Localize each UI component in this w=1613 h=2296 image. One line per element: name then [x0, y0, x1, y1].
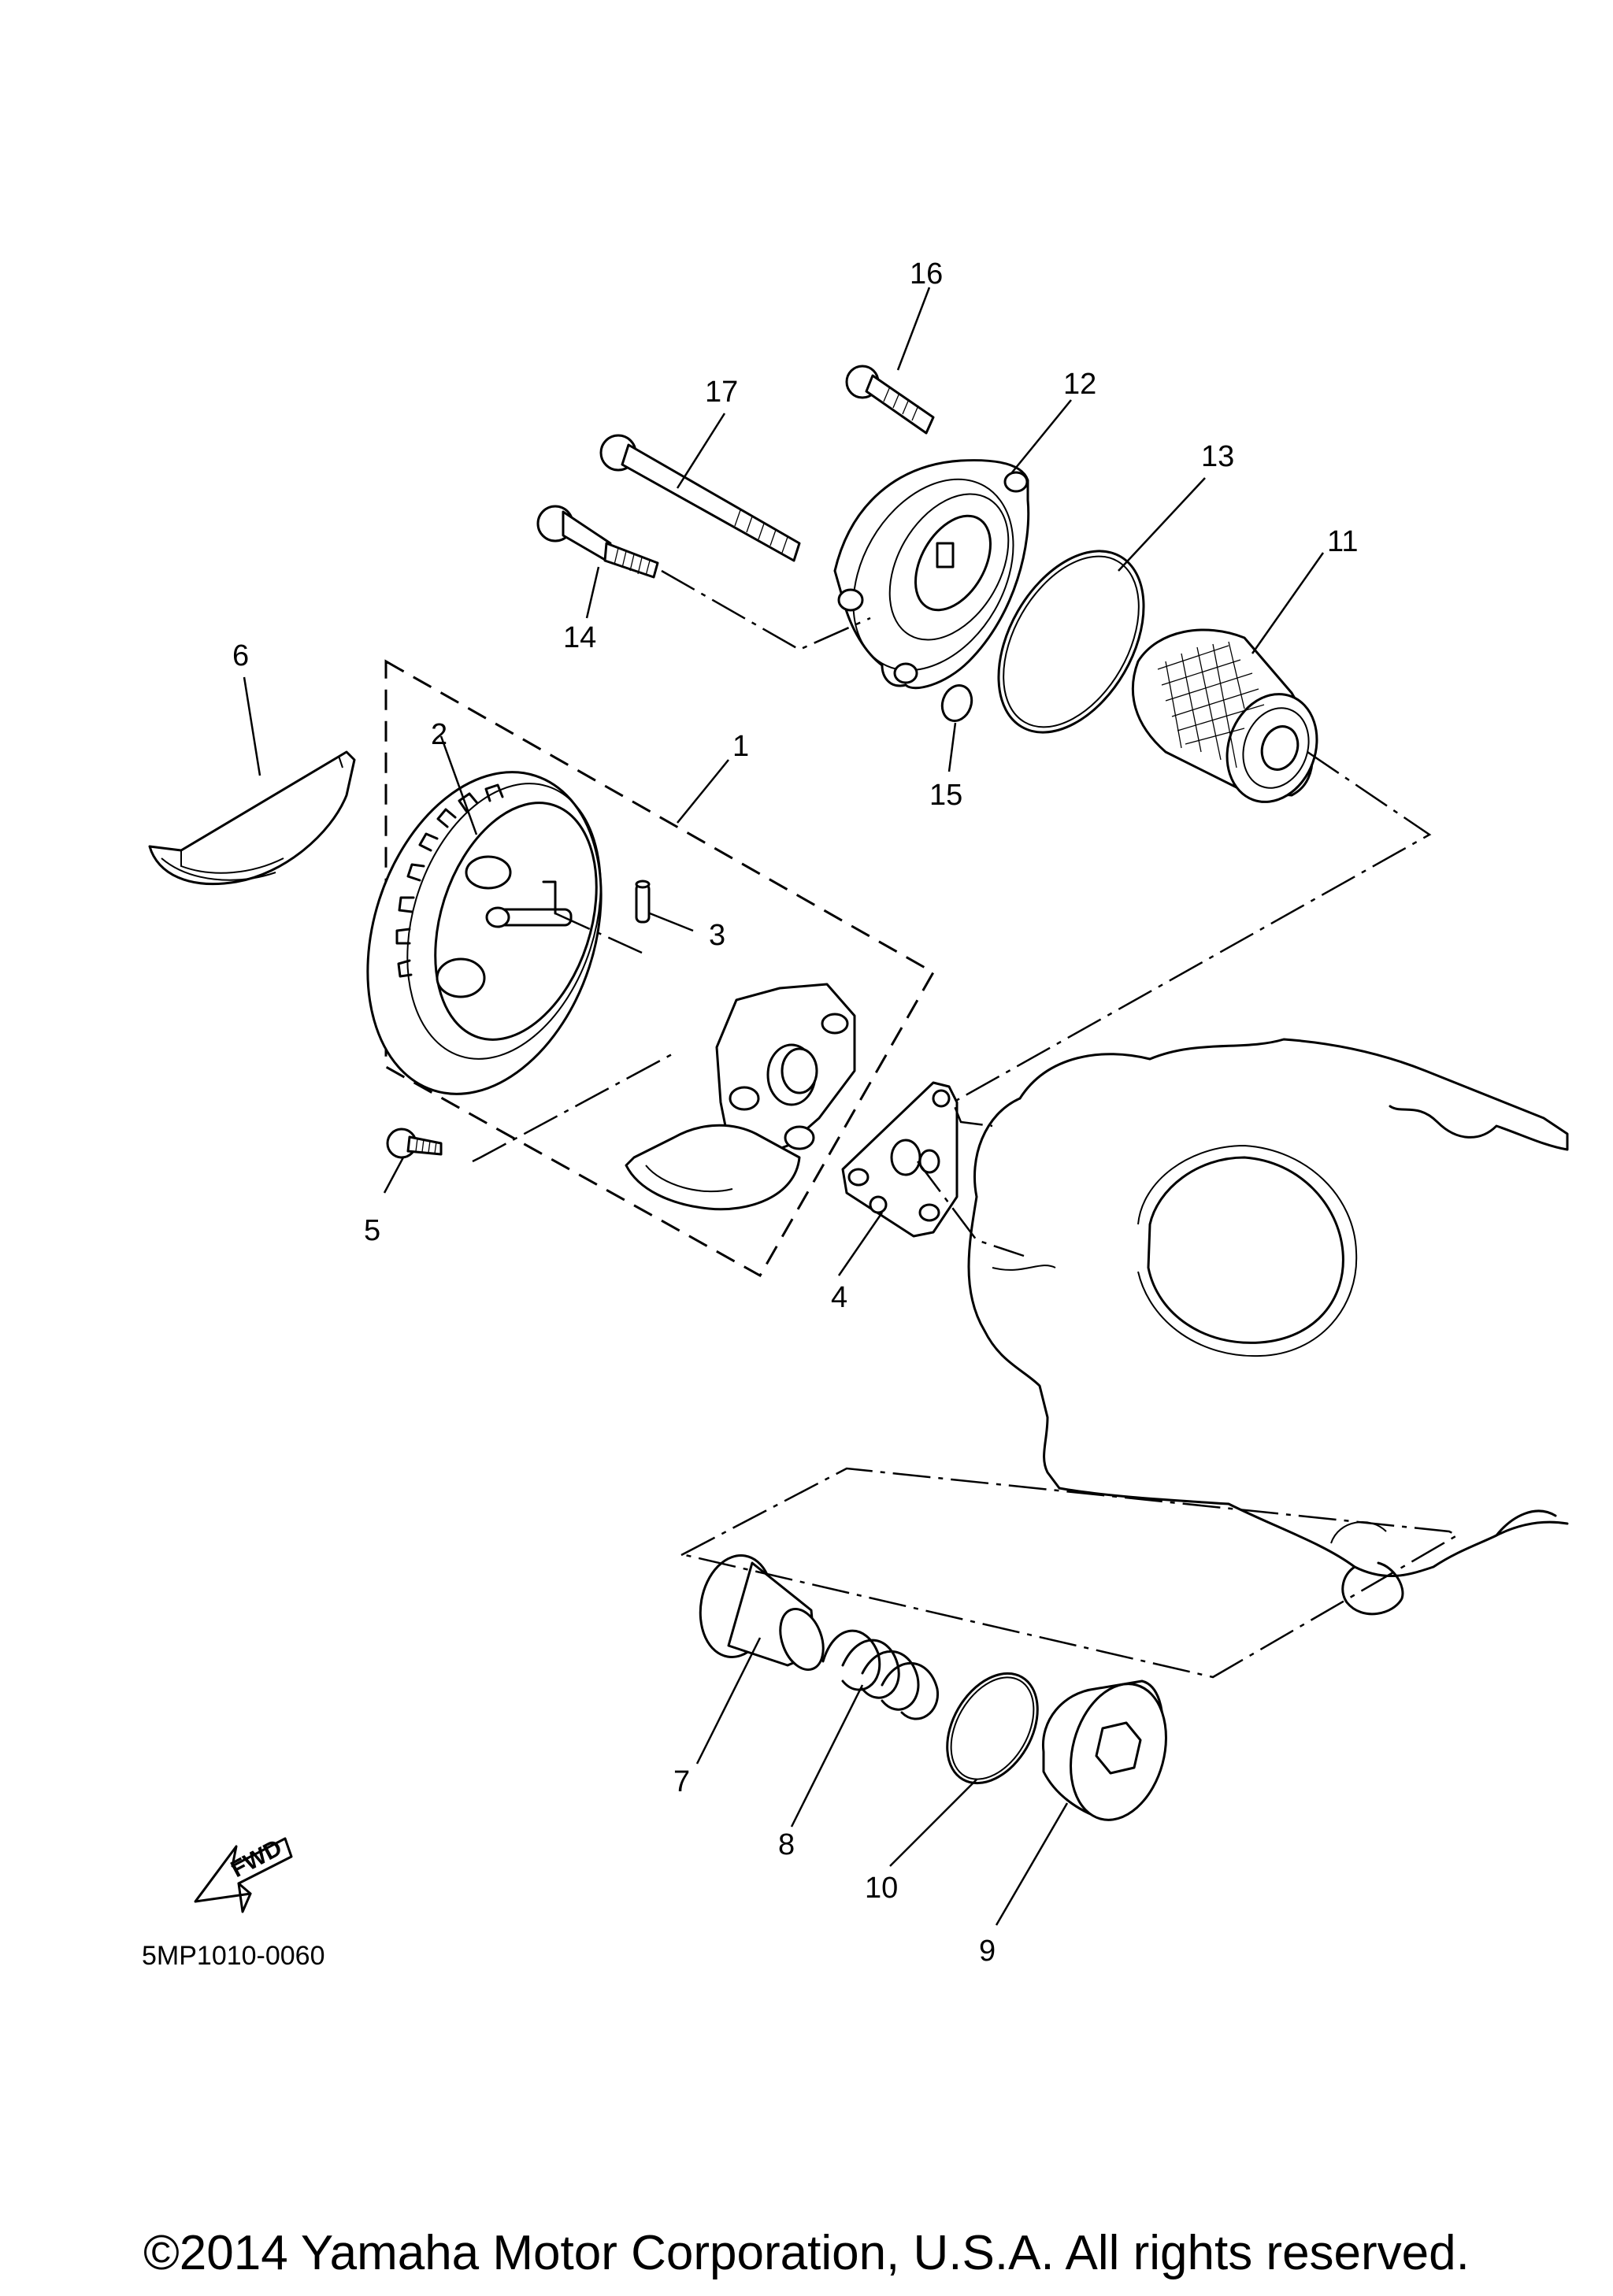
assembly-line-gear [554, 912, 643, 954]
callout-9: 9 [979, 1935, 996, 1968]
callout-8: 8 [778, 1828, 795, 1861]
callout-17: 17 [705, 376, 738, 409]
part-13-o-ring [997, 550, 1145, 734]
oil-pump-assembly-boundary [384, 659, 936, 1278]
part-6-shim-shell [148, 750, 356, 886]
assembly-line-pump [472, 1052, 674, 1163]
part-9-plug [1041, 1679, 1167, 1821]
part-17-long-bolt [599, 434, 801, 562]
callout-15: 15 [929, 779, 962, 812]
part-15-small-o-ring [940, 684, 973, 722]
callout-7: 7 [673, 1765, 690, 1798]
part-3-dowel-pin [635, 880, 651, 924]
callout-5: 5 [364, 1214, 380, 1247]
callout-10: 10 [865, 1872, 898, 1905]
callout-1: 1 [732, 730, 749, 763]
leader-lines [243, 287, 1325, 1926]
part-16-bolt [845, 365, 935, 435]
callout-16: 16 [910, 257, 943, 291]
callout-13: 13 [1201, 440, 1234, 473]
callout-12: 12 [1063, 368, 1096, 401]
callout-4: 4 [831, 1281, 847, 1314]
part-4-gasket [841, 1081, 959, 1238]
assembly-line-filter [951, 750, 1432, 1128]
assembly-line-relief [680, 1467, 1459, 1679]
part-14-bolt [536, 505, 659, 579]
callout-14: 14 [563, 621, 596, 654]
assembly-line-bolt [661, 569, 871, 651]
part-12-filter-cover [833, 459, 1030, 690]
callout-11: 11 [1327, 525, 1358, 558]
part-7-relief-valve [699, 1554, 825, 1672]
part-11-oil-filter [1132, 628, 1318, 803]
drawing-code: 5MP1010-0060 [142, 1941, 325, 1971]
part-2-pump-gear [366, 771, 603, 1095]
part-10-o-ring [946, 1672, 1039, 1785]
copyright-notice: ©2014 Yamaha Motor Corporation, U.S.A. A… [143, 2226, 1470, 2280]
fwd-direction-arrow: FWD [194, 1835, 293, 1913]
callout-2: 2 [431, 718, 447, 751]
callout-6: 6 [232, 639, 249, 672]
callout-3: 3 [709, 919, 725, 952]
part-8-spring [821, 1629, 939, 1720]
assembly-line-gasket [917, 1161, 1025, 1257]
part-5-screw [386, 1128, 443, 1159]
pump-housing [625, 983, 856, 1211]
crankcase-outline [967, 1038, 1569, 1616]
callout-labels: 1 2 3 4 5 6 7 8 9 10 11 12 13 14 15 16 1… [232, 257, 1358, 1968]
